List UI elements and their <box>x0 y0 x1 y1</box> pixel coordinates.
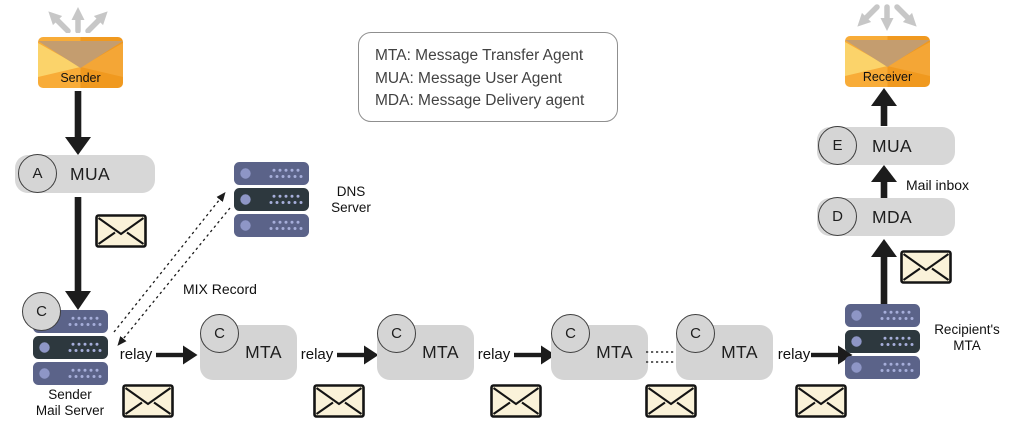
mta-label-4: MTA <box>721 342 758 362</box>
flow-arrow-mua-to-mailserver <box>65 197 91 315</box>
sender-mail-server-label: Sender Mail Server <box>35 387 105 419</box>
relay-label-1: relay <box>119 346 153 363</box>
legend-line-mta: MTA: Message Transfer Agent <box>375 47 584 64</box>
relay-arrow-icon-3 <box>514 345 556 370</box>
mail-envelope-icon <box>313 384 365 423</box>
flow-arrow-mda-to-mua <box>871 165 897 203</box>
step-badge-e: E <box>818 126 857 165</box>
mua-a-label: MUA <box>70 163 111 184</box>
mail-envelope-icon <box>645 384 697 423</box>
dns-server-icon <box>234 162 309 242</box>
recipients-mta-server-icon <box>845 304 920 384</box>
step-badge-b: C <box>22 292 61 331</box>
mta-label-3: MTA <box>596 342 633 362</box>
relay-label-3: relay <box>477 346 511 363</box>
dns-query-arrows-icon <box>100 180 245 360</box>
relay-label-4: relay <box>777 346 811 363</box>
mda-d-label: MDA <box>872 206 913 227</box>
legend-line-mua: MUA: Message User Agent <box>375 69 562 87</box>
broadcast-arrows-icon <box>30 3 126 38</box>
flow-arrow-server-to-mda <box>871 239 897 309</box>
dns-server-label: DNS Server <box>331 184 371 216</box>
legend-box: MTA: Message Transfer Agent MUA: Message… <box>358 32 618 122</box>
step-badge-c4: C <box>676 314 715 353</box>
step-badge-c2: C <box>377 314 416 353</box>
receiver-label: Receiver <box>862 70 913 84</box>
legend-line-mda: MDA: Message Delivery agent <box>375 92 585 109</box>
step-badge-d: D <box>818 197 857 236</box>
mail-envelope-icon <box>95 214 147 253</box>
dotted-continuation-icon <box>646 347 678 372</box>
step-badge-c3: C <box>551 314 590 353</box>
sender-label: Sender <box>60 71 101 85</box>
mail-envelope-icon <box>900 250 952 289</box>
receiver-envelope-icon: Receiver <box>845 36 930 87</box>
mail-envelope-icon <box>795 384 847 423</box>
mta-label-1: MTA <box>245 342 282 362</box>
relay-arrow-icon-2 <box>337 345 379 370</box>
sender-envelope-icon: Sender <box>38 37 123 88</box>
mail-inbox-label: Mail inbox <box>906 177 970 193</box>
relay-arrow-icon-4 <box>811 345 853 370</box>
broadcast-arrows-icon <box>839 3 935 38</box>
step-badge-a: A <box>18 154 57 193</box>
mail-envelope-icon <box>490 384 542 423</box>
relay-arrow-icon-1 <box>156 345 198 370</box>
recipients-mta-label: Recipient's MTA <box>934 322 1000 354</box>
flow-arrow-sender-to-mua <box>65 91 91 160</box>
step-badge-c1: C <box>200 314 239 353</box>
relay-label-2: relay <box>300 346 334 363</box>
mua-e-label: MUA <box>872 135 913 156</box>
mix-record-label: MIX Record <box>183 281 257 297</box>
mta-label-2: MTA <box>422 342 459 362</box>
mail-envelope-icon <box>122 384 174 423</box>
flow-arrow-mua-to-receiver <box>871 88 897 131</box>
